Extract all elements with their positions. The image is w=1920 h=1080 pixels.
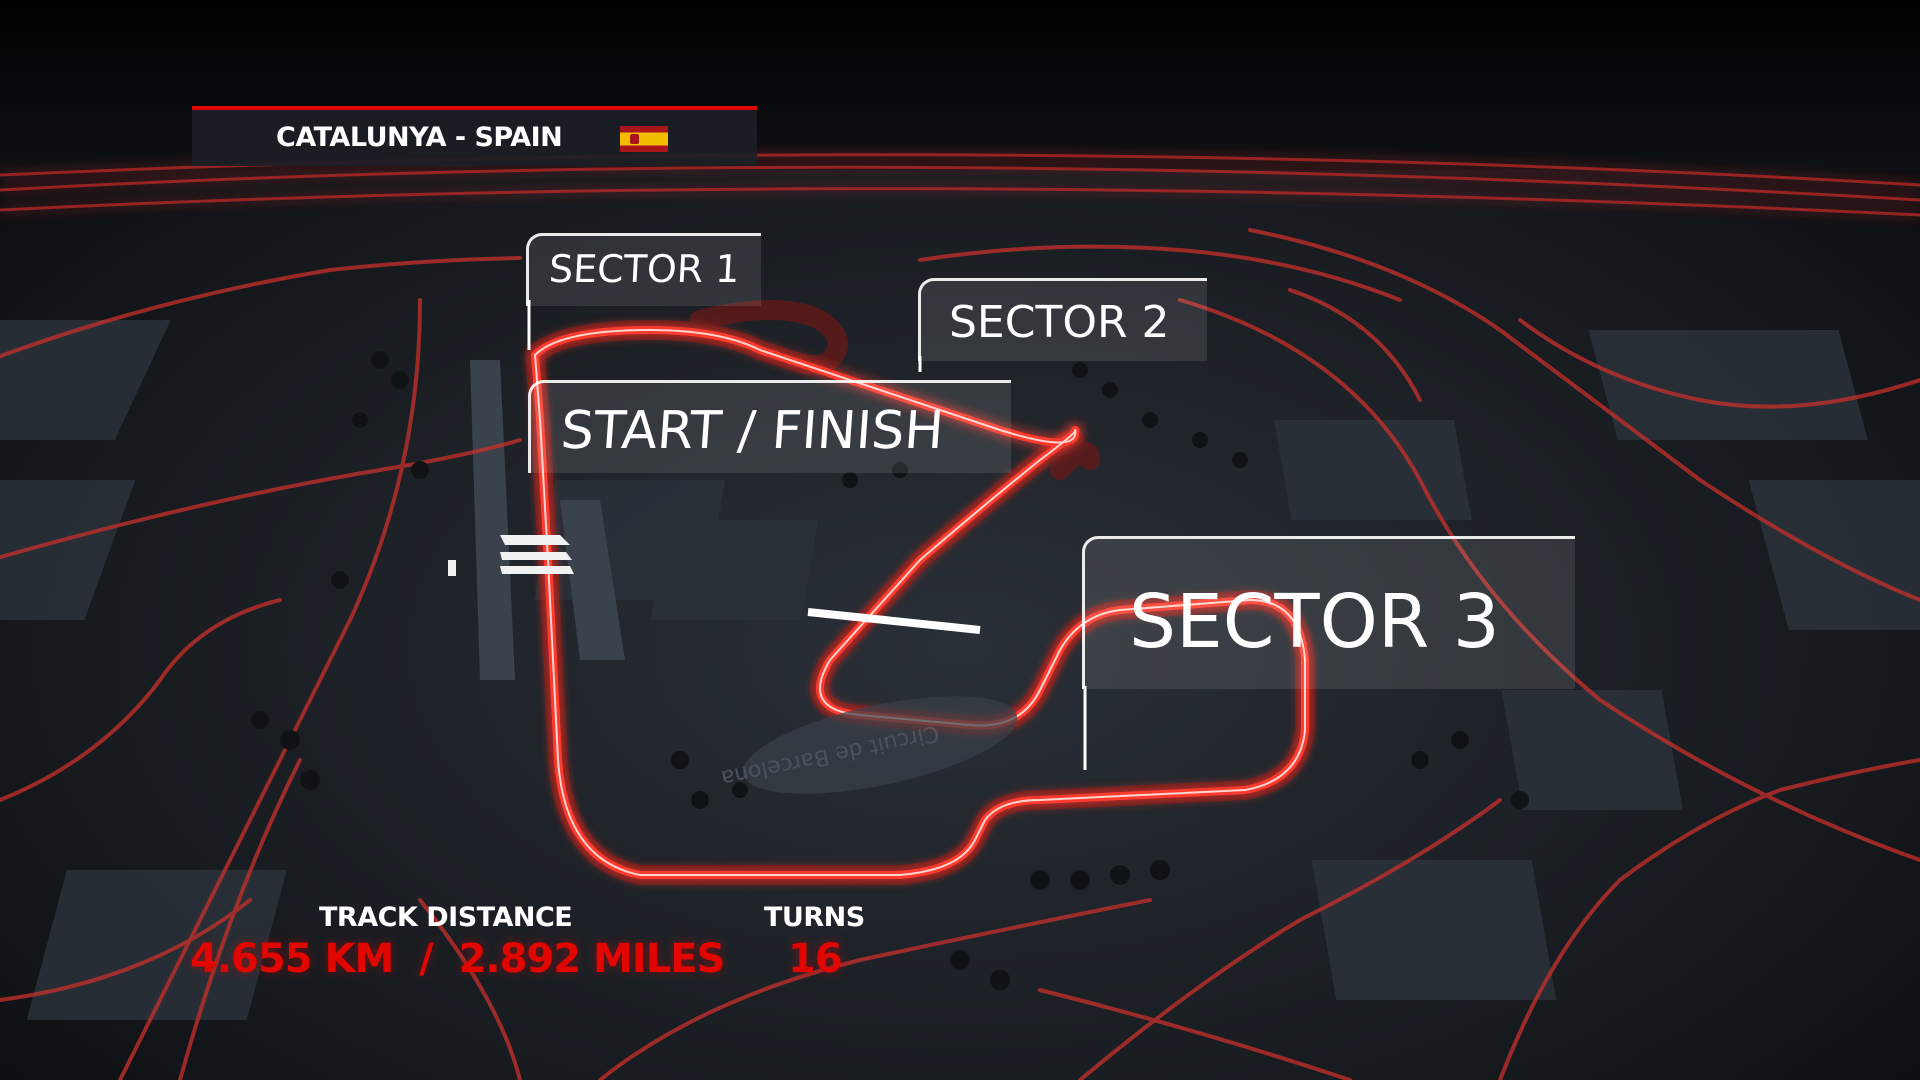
buildings: [0, 320, 1920, 1020]
road-network: [0, 228, 1920, 1080]
sector-2-label: SECTOR 2: [918, 278, 1207, 361]
ground-logo: Circuit de Barcelona: [719, 696, 1018, 794]
sector-1-label: SECTOR 1: [526, 233, 761, 306]
pit-building: [470, 360, 625, 680]
sector-3-text: SECTOR 3: [1129, 579, 1500, 665]
sector-2-text: SECTOR 2: [949, 297, 1170, 348]
track-distance-value: 4.655 KM / 2.892 MILES: [190, 936, 725, 982]
sector-1-text: SECTOR 1: [547, 247, 741, 291]
finish-line: [807, 608, 981, 634]
turns-value: 16: [788, 936, 843, 982]
spain-flag-icon: [620, 126, 668, 152]
circuit-title: CATALUNYA - SPAIN: [276, 122, 563, 153]
circuit-title-bar: CATALUNYA - SPAIN: [192, 106, 757, 166]
start-grid-marks: [448, 535, 574, 576]
start-finish-label: START / FINISH: [528, 380, 1011, 473]
circuit-track: [525, 300, 1315, 885]
sector-3-label: SECTOR 3: [1082, 536, 1575, 689]
track-distance-label: TRACK DISTANCE: [319, 902, 573, 933]
start-finish-text: START / FINISH: [558, 401, 946, 461]
turns-label: TURNS: [764, 902, 865, 933]
trees: [251, 351, 1529, 990]
